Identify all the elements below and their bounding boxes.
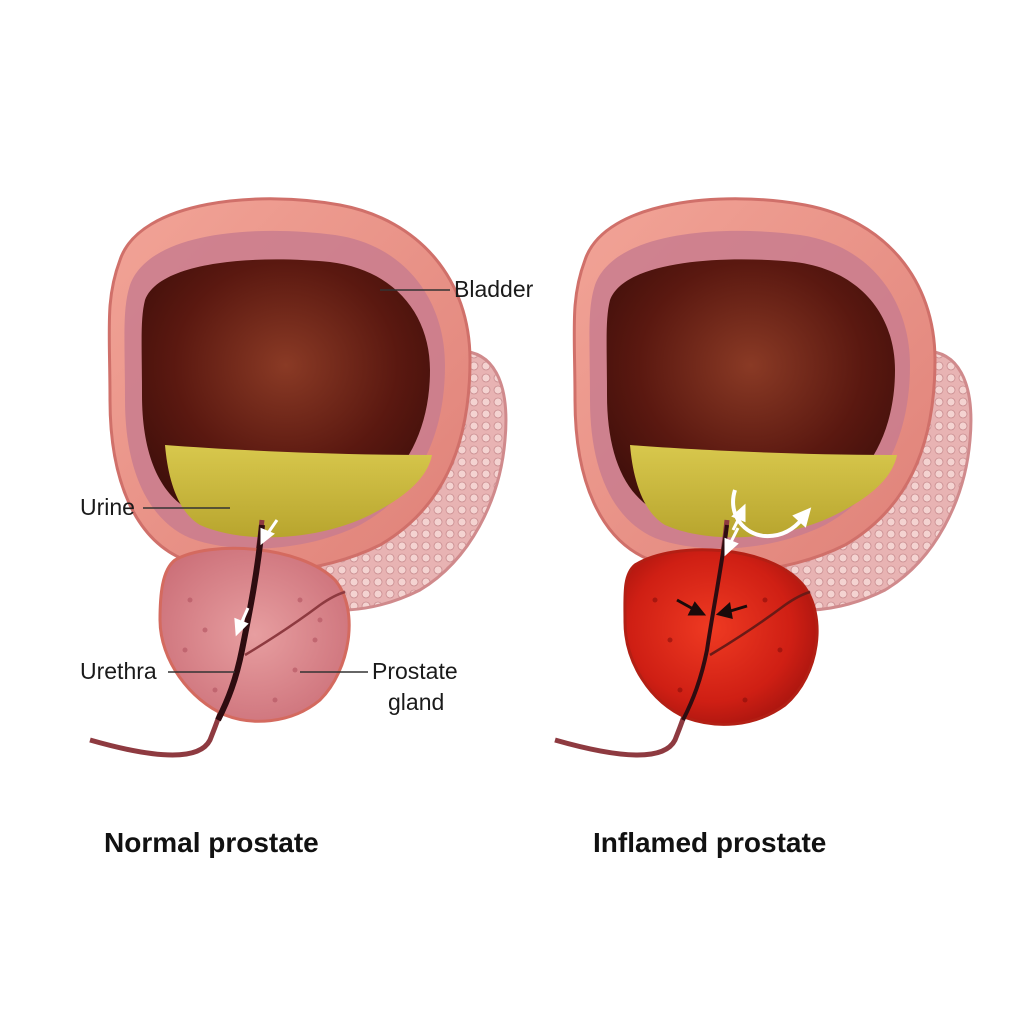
normal-prostate-gland <box>158 546 351 723</box>
prostate-gland-label: Prostate gland <box>372 656 458 718</box>
inflamed-prostate-caption: Inflamed prostate <box>593 827 827 858</box>
normal-urethra <box>215 524 265 722</box>
normal-prostate-caption: Normal prostate <box>104 827 319 858</box>
bladder-label: Bladder <box>454 276 534 302</box>
inflamed-urethra <box>681 524 729 721</box>
compression-arrow-icon <box>676 598 748 620</box>
urethra-label: Urethra <box>80 658 157 684</box>
normal-prostate-illustration <box>90 199 506 755</box>
urine-label: Urine <box>80 494 135 520</box>
leader-lines <box>143 289 450 673</box>
flow-arrow-icon <box>234 519 279 637</box>
inflamed-prostate-illustration <box>555 199 971 755</box>
inflamed-prostate-gland <box>623 548 819 726</box>
backflow-arrow-icon <box>724 489 812 557</box>
prostate-label-line2: gland <box>388 689 445 716</box>
prostate-label-line1: Prostate <box>372 658 458 684</box>
